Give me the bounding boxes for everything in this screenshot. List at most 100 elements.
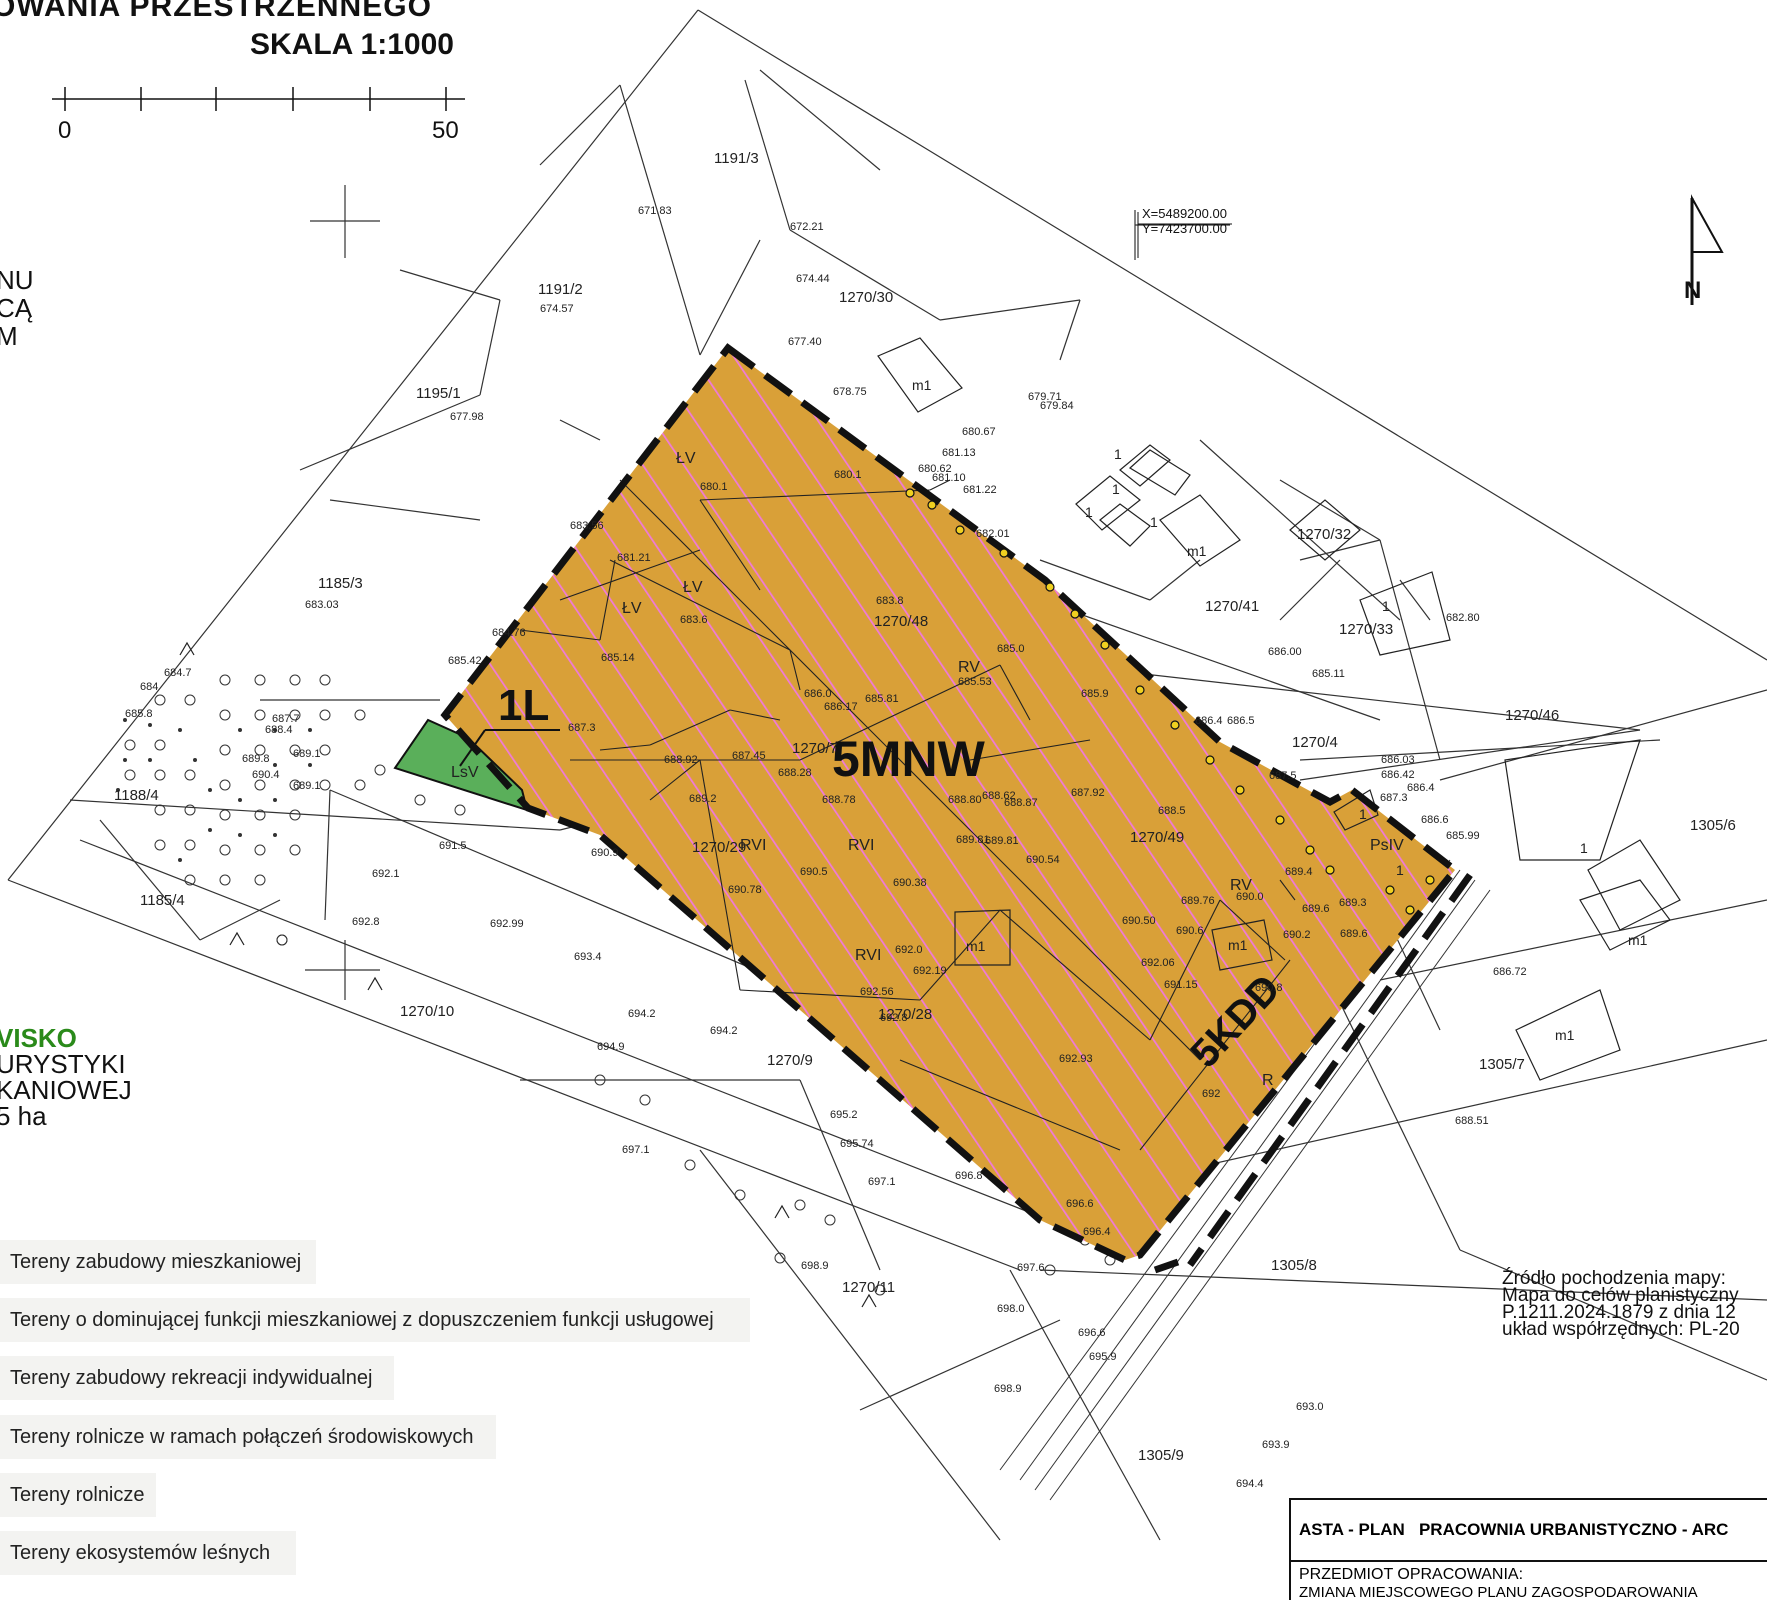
parcel-labels: 1191/31191/21195/11185/31188/41185/41270…: [114, 150, 1736, 1464]
elevation-label: 680.1: [700, 481, 728, 493]
elevation-label: 683.6: [680, 614, 708, 626]
left-fragment-d: VISKO: [0, 1023, 77, 1053]
parcel-label: 1270/29: [692, 839, 746, 856]
elevation-label: 692.1: [372, 868, 400, 880]
elevation-label: 690.4: [252, 769, 280, 781]
elevation-label: 686.03: [1381, 754, 1415, 766]
map-source: Źródło pochodzenia mapy: Mapa do celów p…: [1502, 1268, 1740, 1339]
legend-item-label: Tereny zabudowy rekreacji indywidualnej: [10, 1367, 373, 1389]
elevation-label: 679.84: [1040, 400, 1074, 412]
elevation-label: 690.6: [1176, 925, 1204, 937]
elevation-label: 682.01: [976, 528, 1010, 540]
parcel-label: 1270/7: [792, 740, 838, 757]
elevation-label: 684.76: [492, 627, 526, 639]
parcel-label: 1305/6: [1690, 817, 1736, 834]
parcel-label: 1305/7: [1479, 1056, 1525, 1073]
elevation-label: 698.0: [997, 1303, 1025, 1315]
source-line-3: P.1211.2024.1879 z dnia 12: [1502, 1302, 1736, 1323]
elevation-label: 680.62: [918, 463, 952, 475]
elevation-label: 693.9: [1262, 1439, 1290, 1451]
elevation-label: 690.8: [1255, 982, 1283, 994]
elevation-label: 688.92: [664, 754, 698, 766]
zone-internal-lines: [519, 479, 1296, 1151]
soil-label: ŁV: [676, 450, 696, 467]
zone-label-5mnw[interactable]: 5MNW: [832, 731, 986, 787]
elevation-label: 689.81: [985, 835, 1019, 847]
elevation-label: 689.76: [1181, 895, 1215, 907]
parcel-label: 1191/3: [714, 150, 759, 167]
boundary-markers: [905, 488, 1435, 915]
building-label: 1: [1359, 806, 1367, 822]
firm-name: ASTA - PLAN: [1299, 1520, 1405, 1539]
source-line-1: Źródło pochodzenia mapy:: [1502, 1268, 1726, 1289]
legend-item-label: Tereny zabudowy mieszkaniowej: [10, 1251, 302, 1273]
elevation-label: 687.3: [568, 722, 596, 734]
soil-label: LsV: [451, 764, 479, 781]
left-fragment-a: NU: [0, 265, 34, 295]
elevation-label: 692.0: [895, 944, 923, 956]
source-line-2: Mapa do celów planistyczny: [1502, 1285, 1739, 1306]
elevation-label: 677.98: [450, 411, 484, 423]
parcel-label: 1270/49: [1130, 829, 1184, 846]
elevation-label: 689.4: [1285, 866, 1313, 878]
elevation-label: 680.1: [834, 469, 862, 481]
soil-label: RVI: [855, 947, 881, 964]
legend-item: Tereny zabudowy rekreacji indywidualnej: [0, 1356, 394, 1400]
elevation-label: 685.14: [601, 652, 635, 664]
zone-5mnw-area[interactable]: [445, 348, 1455, 1260]
elevation-label: 694.4: [1236, 1478, 1264, 1490]
scale-end-label: 50: [432, 117, 459, 144]
forest-dots: [116, 718, 312, 862]
elevation-label: 688.62: [982, 790, 1016, 802]
building-label: m1: [966, 938, 986, 954]
legend-item-label: Tereny rolnicze: [10, 1484, 145, 1506]
elevation-label: 686.4: [1195, 715, 1223, 727]
elevation-label: 690.78: [728, 884, 762, 896]
parcel-label: 1185/4: [140, 892, 185, 909]
left-fragment-g: 5 ha: [0, 1101, 47, 1131]
elevation-label: 696.6: [1078, 1327, 1106, 1339]
parcel-label: 1270/48: [874, 613, 928, 630]
elevation-labels: 671.83672.21674.44674.57677.40677.98678.…: [125, 205, 1527, 1490]
elevation-label: 671.83: [638, 205, 672, 217]
scale-bar: [52, 87, 465, 111]
parcel-label: 1188/4: [114, 787, 159, 804]
elevation-label: 683.03: [305, 599, 339, 611]
elevation-label: 689.6: [1302, 903, 1330, 915]
elevation-label: 692.8: [352, 916, 380, 928]
elevation-label: 688.78: [822, 794, 856, 806]
elevation-label: 686.6: [1421, 814, 1449, 826]
elevation-label: 695.9: [1089, 1351, 1117, 1363]
coord-y: Y=7423700.00: [1142, 221, 1227, 236]
parcel-label: 1270/30: [839, 289, 893, 306]
road-5kdd-boundary: [1153, 872, 1473, 1274]
parcel-label: 1270/46: [1505, 707, 1559, 724]
elevation-label: 686.00: [1268, 646, 1302, 658]
zone-label-1l[interactable]: 1L: [498, 681, 549, 730]
elevation-label: 683.8: [876, 595, 904, 607]
elevation-label: 685.9: [1081, 688, 1109, 700]
elevation-label: 692.99: [490, 918, 524, 930]
north-arrow-icon: [1690, 194, 1724, 305]
legend-item: Tereny ekosystemów leśnych: [0, 1531, 296, 1575]
elevation-label: 685.11: [1312, 668, 1345, 680]
legend-item: Tereny rolnicze w ramach połączeń środow…: [0, 1415, 496, 1459]
elevation-label: 686.72: [1493, 966, 1527, 978]
soil-label: RV: [1230, 877, 1252, 894]
parcel-label: 1270/9: [767, 1052, 813, 1069]
elevation-label: 692.56: [860, 986, 894, 998]
elevation-label: 688.51: [1455, 1115, 1489, 1127]
zone-5mnw-boundary: [440, 343, 1460, 1264]
building-label: 1: [1112, 481, 1120, 497]
parcel-label: 1195/1: [416, 385, 461, 402]
elevation-label: 688.87: [1004, 797, 1038, 809]
parcel-label: 1270/41: [1205, 598, 1259, 615]
elevation-label: 695.74: [840, 1138, 874, 1150]
zone-1l-leader-b: [459, 729, 486, 767]
elevation-label: 692.93: [1059, 1053, 1093, 1065]
elevation-label: 697.6: [1017, 1262, 1045, 1274]
elevation-label: 682.80: [1446, 612, 1480, 624]
building-label: 1: [1085, 504, 1093, 520]
elevation-label: 686.17: [824, 701, 858, 713]
